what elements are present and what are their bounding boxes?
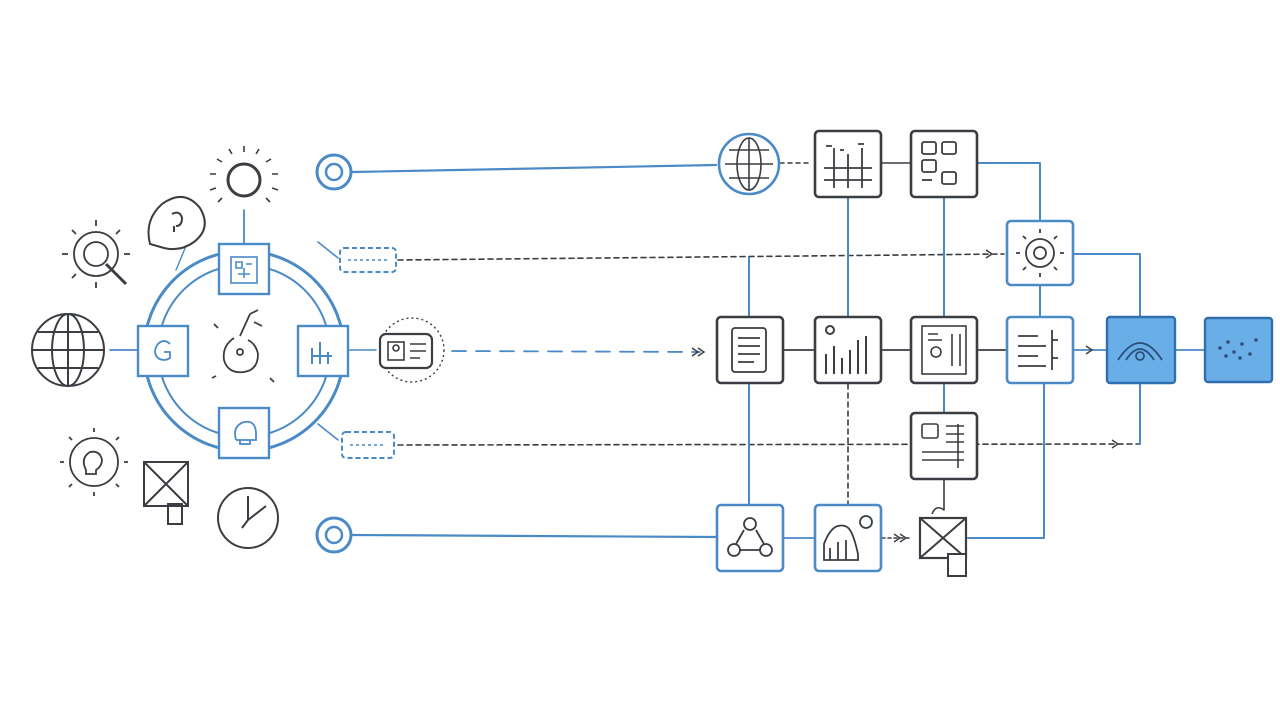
line-crossed-up [967, 383, 1045, 539]
crossed-box-node[interactable] [918, 506, 968, 577]
lamp-icon [234, 420, 257, 445]
sun-icon [209, 146, 279, 203]
spoke-tag-upper [317, 241, 339, 259]
spoke-tag-lower [317, 423, 339, 441]
dashboard-icon [921, 141, 957, 185]
data-sheet-node[interactable] [909, 411, 979, 481]
arrow-icon [691, 347, 706, 357]
port-top[interactable] [315, 153, 353, 191]
tag-lower[interactable] [341, 431, 395, 459]
connection-lines [109, 162, 1205, 539]
area-chart-icon [823, 515, 873, 561]
gear-icon [1016, 229, 1064, 277]
team-node[interactable] [715, 503, 785, 573]
line-port-top [350, 163, 718, 174]
arrow-icon [893, 533, 908, 543]
line-tag-upper-dashed [397, 253, 1005, 261]
bars-icon [311, 342, 332, 364]
globe-grid-icon [725, 137, 773, 191]
hub-node-left[interactable] [136, 324, 190, 378]
bar-chart-icon [825, 325, 867, 374]
dashboard-node[interactable] [909, 129, 979, 199]
clock-icon [217, 487, 279, 549]
line-tag-lower-dashed [397, 443, 1141, 446]
crossed-box-icon [143, 461, 189, 525]
hub-node-right[interactable] [296, 324, 350, 378]
gear-bulb-icon [60, 428, 128, 496]
globe-node[interactable] [717, 132, 781, 196]
team-icon [727, 517, 773, 557]
list-icon [1018, 330, 1058, 370]
arrow-icon [1085, 345, 1094, 355]
hub-group [31, 146, 350, 549]
arrow-icon [985, 249, 994, 259]
arrow-icon [1111, 439, 1120, 449]
grid-icon [824, 143, 872, 188]
pipeline [715, 129, 1274, 577]
line-port-bottom [350, 533, 718, 539]
data-sheet-icon [921, 423, 964, 468]
report-node[interactable] [909, 315, 979, 385]
speech-bubble-icon [147, 196, 206, 251]
id-card-badge[interactable] [378, 317, 445, 383]
gear-search-icon [62, 220, 130, 288]
port-bottom[interactable] [315, 516, 353, 554]
document-node[interactable] [715, 315, 785, 385]
line-gear-highlight [1073, 253, 1141, 317]
spoke-bubble [175, 245, 187, 271]
scatter-dots-icon [1218, 338, 1258, 360]
bar-chart-node[interactable] [813, 315, 883, 385]
line-dashboard-gear [977, 162, 1041, 221]
list-node[interactable] [1005, 315, 1075, 385]
globe-icon [31, 313, 105, 387]
document-icon [731, 327, 767, 373]
signal-arc-icon [1117, 342, 1163, 361]
gear-node[interactable] [1005, 219, 1075, 287]
highlighted-node-b[interactable] [1203, 316, 1274, 384]
highlighted-node-a[interactable] [1105, 315, 1177, 385]
line-badge-dashed [451, 350, 701, 353]
hub-node-bottom[interactable] [217, 406, 271, 460]
flask-drop-icon [211, 309, 275, 383]
tag-upper[interactable] [339, 247, 397, 273]
arrow-marks [691, 249, 1120, 543]
grid-node[interactable] [813, 129, 883, 199]
hub-node-top[interactable] [217, 242, 271, 296]
id-card-icon [387, 341, 426, 361]
area-chart-node[interactable] [813, 503, 883, 573]
letter-g-icon [154, 340, 171, 361]
report-icon [921, 325, 967, 375]
network-card-icon [230, 256, 258, 284]
